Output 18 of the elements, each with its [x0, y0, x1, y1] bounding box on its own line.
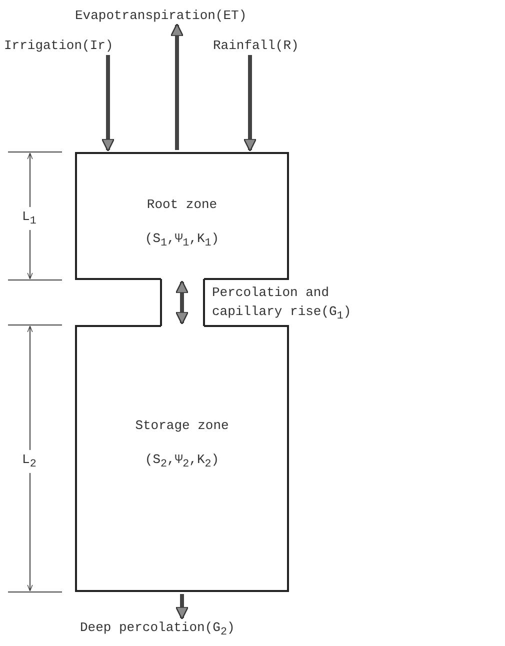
flux-label: Deep percolation(G$_{2}$): [80, 620, 235, 639]
arrow: [170, 23, 184, 150]
zone-name: Storage zone: [134, 418, 230, 433]
arrow: [175, 594, 189, 620]
arrow: [243, 55, 257, 152]
root-zone-box: [75, 152, 289, 280]
zone-name: Root zone: [146, 197, 218, 212]
storage-zone-box: [75, 325, 289, 592]
flux-label: Irrigation(Ir): [4, 38, 114, 53]
edge-label: Percolation and capillary rise(G$_{1}$): [212, 284, 352, 325]
flux-label: Evapotranspiration(ET): [75, 8, 247, 23]
dimension-label: L$_{2}$: [22, 450, 36, 473]
flux-label: Rainfall(R): [213, 38, 299, 53]
dimension-label: L$_{1}$: [22, 207, 36, 230]
arrow: [101, 55, 115, 152]
state-variables: (S$_{2}$,Ψ$_{2}$,K$_{2}$): [144, 452, 220, 471]
double-arrow: [175, 280, 189, 325]
state-variables: (S$_{1}$,Ψ$_{1}$,K$_{1}$): [144, 231, 220, 250]
